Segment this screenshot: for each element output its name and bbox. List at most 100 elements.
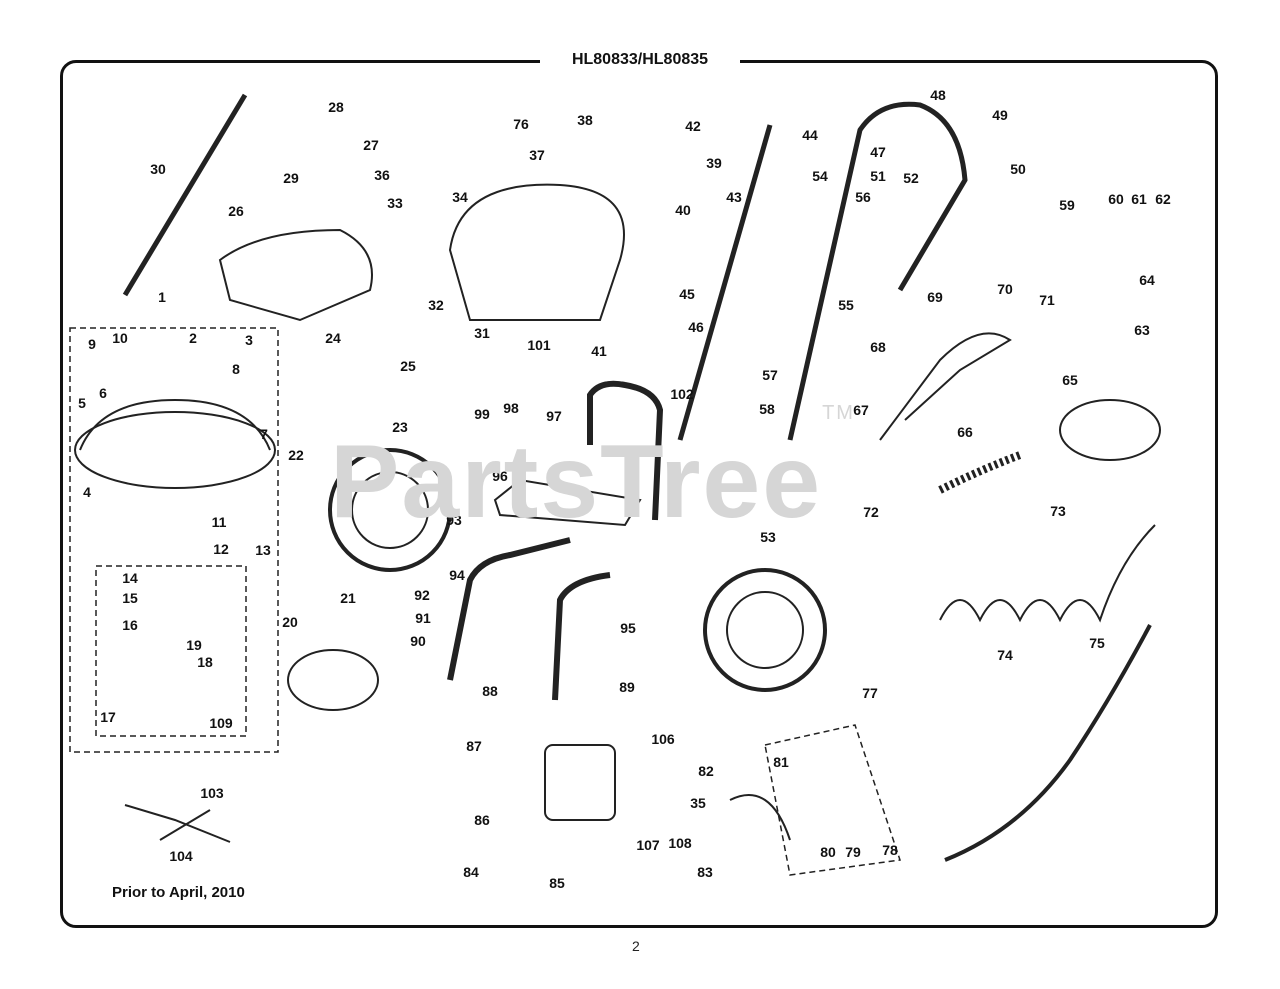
callout-39: 39 (706, 155, 722, 171)
callout-88: 88 (482, 683, 498, 699)
callout-59: 59 (1059, 197, 1075, 213)
callout-30: 30 (150, 161, 166, 177)
hose-coil-65 (1059, 399, 1161, 461)
trademark-mark: TM (822, 402, 855, 425)
callout-94: 94 (449, 567, 465, 583)
callout-9: 9 (88, 336, 96, 352)
callout-5: 5 (78, 395, 86, 411)
callout-50: 50 (1010, 161, 1026, 177)
callout-32: 32 (428, 297, 444, 313)
callout-91: 91 (415, 610, 431, 626)
callout-76: 76 (513, 116, 529, 132)
nozzle-subgroup (95, 565, 247, 737)
callout-102: 102 (670, 386, 694, 402)
callout-67: 67 (853, 402, 869, 418)
callout-68: 68 (870, 339, 886, 355)
callout-13: 13 (255, 542, 271, 558)
callout-33: 33 (387, 195, 403, 211)
callout-93: 93 (446, 512, 462, 528)
callout-48: 48 (930, 87, 946, 103)
callout-46: 46 (688, 319, 704, 335)
spray-gun (879, 332, 1012, 441)
callout-104: 104 (169, 848, 193, 864)
leg-right (552, 572, 611, 701)
wheel-left (328, 448, 452, 572)
callout-65: 65 (1062, 372, 1078, 388)
callout-40: 40 (675, 202, 691, 218)
surface-cleaner-housing (74, 411, 276, 489)
callout-7: 7 (260, 426, 268, 442)
callout-51: 51 (870, 168, 886, 184)
callout-37: 37 (529, 147, 545, 163)
callout-101: 101 (527, 337, 551, 353)
base-plate (493, 478, 642, 527)
callout-52: 52 (903, 170, 919, 186)
callout-35: 35 (690, 795, 706, 811)
callout-21: 21 (340, 590, 356, 606)
callout-3: 3 (245, 332, 253, 348)
watermark: PartsTreeTM (330, 403, 855, 534)
callout-96: 96 (492, 468, 508, 484)
handle-lower (677, 124, 773, 441)
callout-58: 58 (759, 401, 775, 417)
callout-11: 11 (212, 514, 227, 530)
callout-1: 1 (158, 289, 166, 305)
callout-8: 8 (232, 361, 240, 377)
callout-12: 12 (213, 541, 229, 557)
callout-29: 29 (283, 170, 299, 186)
callout-62: 62 (1155, 191, 1171, 207)
callout-18: 18 (197, 654, 213, 670)
model-title: HL80833/HL80835 (540, 48, 740, 72)
callout-83: 83 (697, 864, 713, 880)
callout-17: 17 (100, 709, 116, 725)
callout-19: 19 (186, 637, 202, 653)
callout-2: 2 (189, 330, 197, 346)
callout-45: 45 (679, 286, 695, 302)
callout-107: 107 (636, 837, 660, 853)
callout-97: 97 (546, 408, 562, 424)
engine-shroud (218, 228, 373, 322)
callout-69: 69 (927, 289, 943, 305)
callout-56: 56 (855, 189, 871, 205)
callout-79: 79 (845, 844, 861, 860)
wheel-right (703, 568, 827, 692)
callout-63: 63 (1134, 322, 1150, 338)
callout-47: 47 (870, 144, 886, 160)
callout-15: 15 (122, 590, 138, 606)
callout-71: 71 (1039, 292, 1055, 308)
callout-85: 85 (549, 875, 565, 891)
wheel-right-hub (726, 591, 804, 669)
callout-10: 10 (112, 330, 128, 346)
callout-95: 95 (620, 620, 636, 636)
callout-89: 89 (619, 679, 635, 695)
callout-57: 57 (762, 367, 778, 383)
callout-14: 14 (122, 570, 138, 586)
callout-98: 98 (503, 400, 519, 416)
callout-92: 92 (414, 587, 430, 603)
callout-99: 99 (474, 406, 490, 422)
callout-43: 43 (726, 189, 742, 205)
callout-54: 54 (812, 168, 828, 184)
surface-cleaner-group (69, 327, 279, 753)
hose-reel-20 (287, 649, 379, 711)
spring-66 (938, 451, 1022, 494)
callout-108: 108 (668, 835, 692, 851)
callout-55: 55 (838, 297, 854, 313)
callout-81: 81 (773, 754, 789, 770)
callout-42: 42 (685, 118, 701, 134)
callout-20: 20 (282, 614, 298, 630)
cart-frame (587, 380, 664, 521)
callout-28: 28 (328, 99, 344, 115)
callout-72: 72 (863, 504, 879, 520)
callout-86: 86 (474, 812, 490, 828)
surface-cleaner-dome (79, 398, 271, 451)
callout-64: 64 (1139, 272, 1155, 288)
callout-84: 84 (463, 864, 479, 880)
callout-70: 70 (997, 281, 1013, 297)
callout-103: 103 (200, 785, 224, 801)
hose-coil-74 (939, 524, 1156, 623)
callout-41: 41 (591, 343, 607, 359)
